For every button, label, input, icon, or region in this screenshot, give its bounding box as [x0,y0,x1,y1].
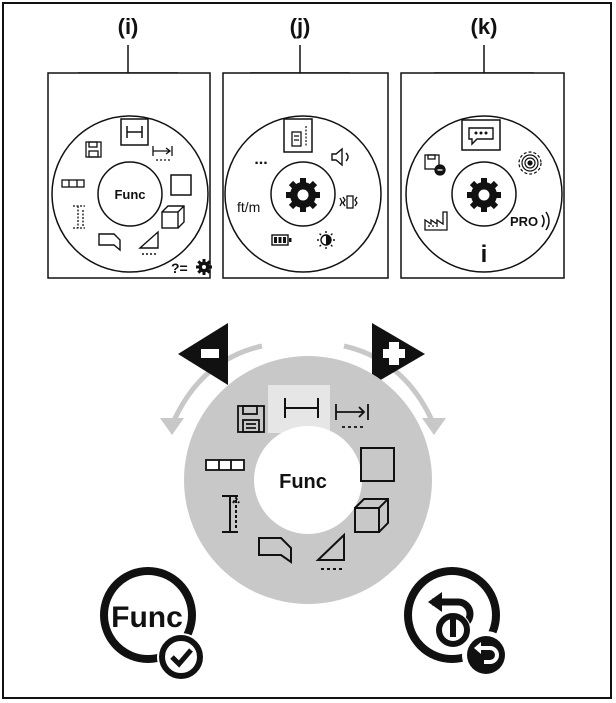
volume-icon[interactable] [354,498,389,533]
func-confirm-button[interactable]: Func [100,567,205,681]
reference-icon[interactable] [283,118,313,153]
area-icon[interactable] [360,447,395,482]
panel-i-func-label: Func [114,187,145,202]
height-icon[interactable] [73,205,85,229]
help-label: ?= [171,260,188,276]
help-gear-icon[interactable] [196,259,212,275]
panel-leaders [78,45,534,74]
measure-length-icon[interactable] [284,398,319,418]
save-icon[interactable] [85,141,102,158]
units-label[interactable]: ft/m [237,199,260,215]
minus-arrow-icon[interactable] [178,323,228,385]
func-confirm-label: Func [111,601,183,634]
pro-signal-icon[interactable] [541,211,550,231]
panel-j: ... ft/m [222,72,389,279]
main-wheel: Func [160,323,446,604]
slope-icon[interactable] [315,532,345,570]
area-icon[interactable] [170,174,192,196]
power-back-button[interactable] [404,567,510,679]
rotate-right-arrow [343,343,446,435]
check-icon [157,633,205,681]
vibration-icon[interactable] [339,195,358,209]
height-icon[interactable] [222,495,240,533]
factory-icon[interactable] [424,211,448,231]
measure-length-icon[interactable] [120,118,149,146]
plus-arrow-icon[interactable] [372,323,425,385]
panel-label-j: (j) [289,14,311,39]
wall-area-icon[interactable] [98,233,121,252]
panel-k: PRO i [400,72,565,279]
connectivity-icon[interactable] [518,151,542,175]
battery-icon[interactable] [271,234,292,246]
panel-label-k: (k) [470,14,498,39]
settings-gear-icon[interactable] [467,178,501,212]
panel-label-i: (i) [117,14,139,39]
slope-icon[interactable] [138,230,159,255]
laser-distance-icon[interactable] [335,404,369,428]
info-icon[interactable]: i [481,241,488,268]
message-icon[interactable] [461,119,501,151]
save-delete-icon[interactable] [424,154,446,176]
power-icon [435,612,471,648]
panel-i: Func ?= [47,72,212,279]
level-icon[interactable] [61,179,85,188]
save-icon[interactable] [237,405,265,433]
more-label[interactable]: ... [254,151,267,168]
level-icon[interactable] [205,459,245,471]
volume-icon[interactable] [161,205,185,229]
settings-gear-icon[interactable] [286,178,320,212]
brightness-icon[interactable] [317,231,335,249]
pro-label: PRO [510,214,538,229]
laser-distance-icon[interactable] [152,146,173,161]
wall-area-icon[interactable] [258,537,292,564]
main-func-label: Func [279,471,327,493]
back-small-icon [462,631,510,679]
sound-icon[interactable] [331,147,349,167]
